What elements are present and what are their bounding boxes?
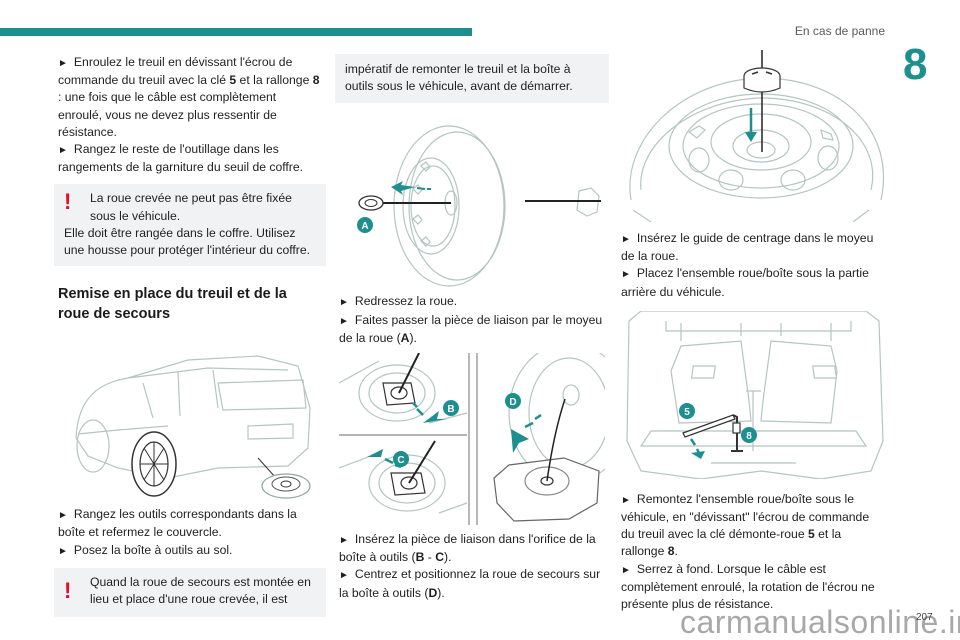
figure-label-B: B xyxy=(447,404,454,415)
bullet-icon: ► xyxy=(339,297,349,309)
figure-label-5: 5 xyxy=(684,407,690,418)
bullet-icon: ► xyxy=(339,535,349,547)
step-insert-link-box: ►Insérez la pièce de liaison dans l'orif… xyxy=(339,532,596,565)
label-A-badge xyxy=(357,217,373,234)
figure-boot-tools: 5 8 xyxy=(621,310,886,479)
step-pass-link-hub: ►Faites passer la pièce de liaison par l… xyxy=(339,312,603,345)
step-tighten: ►Serrez à fond. Lorsque le câble est com… xyxy=(621,561,875,612)
figure-toolbox-BCD: B C D xyxy=(339,353,605,526)
bullet-icon: ► xyxy=(621,564,631,576)
column-3: ►Insérez le guide de centrage dans le mo… xyxy=(621,50,886,613)
bullet-icon: ► xyxy=(58,145,68,157)
bullet-icon: ► xyxy=(58,545,68,557)
step-insert-centering-guide: ►Insérez le guide de centrage dans le mo… xyxy=(621,231,874,264)
step-place-box-ground: ►Posez la boîte à outils au sol. xyxy=(58,542,233,557)
figure-car-spare-wheel xyxy=(58,338,322,500)
bullet-icon: ► xyxy=(58,510,68,522)
bullet-icon: ► xyxy=(339,315,349,327)
step-store-tools: ►Rangez le reste de l'outillage dans les… xyxy=(58,142,304,175)
figure-centering-guide xyxy=(621,50,886,222)
page-number: 207 xyxy=(916,612,933,623)
step-rewind-winch: ►Enroulez le treuil en dévissant l'écrou… xyxy=(58,55,320,139)
bullet-icon: ► xyxy=(621,269,631,281)
step-refit-assembly: ►Remontez l'ensemble roue/boîte sous le … xyxy=(621,491,870,559)
column-2: impératif de remonter le treuil et la bo… xyxy=(335,54,609,602)
section-title: En cas de panne xyxy=(794,24,885,38)
bullet-icon: ► xyxy=(621,494,631,506)
warning-icon: ! xyxy=(64,189,72,215)
step-store-tools-box: ►Rangez les outils correspondants dans l… xyxy=(58,507,297,540)
step-center-spare-wheel: ►Centrez et positionnez la roue de secou… xyxy=(339,567,601,600)
figure-label-8: 8 xyxy=(746,431,752,442)
chapter-number: 8 xyxy=(903,40,928,89)
step-straighten-wheel: ►Redressez la roue. xyxy=(339,294,458,309)
warning-icon: ! xyxy=(64,577,72,603)
step-place-assembly: ►Placez l'ensemble roue/boîte sous la pa… xyxy=(621,266,869,299)
column-1: ►Enroulez le treuil en dévissant l'écrou… xyxy=(54,54,326,618)
watermark: carmanualsonline.info xyxy=(680,604,960,640)
warning-box-flat-tyre: ! La roue crevée ne peut pas être fixée … xyxy=(54,184,326,267)
warning-box-spare-wheel: ! Quand la roue de secours est montée en… xyxy=(54,567,326,618)
bullet-icon: ► xyxy=(58,58,68,69)
bullet-icon: ► xyxy=(339,570,349,582)
figure-label-C: C xyxy=(397,455,404,466)
warning-box-continued: impératif de remonter le treuil et la bo… xyxy=(335,54,609,104)
section-heading: Remise en place du treuil et de la roue … xyxy=(58,286,287,323)
figure-label-D: D xyxy=(509,397,516,408)
figure-wheel-hub-A: A xyxy=(339,111,605,289)
section-accent-bar xyxy=(0,28,472,36)
figure-label-A: A xyxy=(361,221,368,232)
bullet-icon: ► xyxy=(621,234,631,245)
